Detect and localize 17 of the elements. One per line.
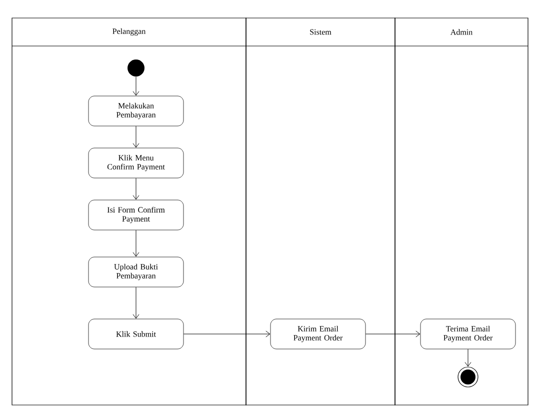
- arrow: [183, 330, 270, 338]
- activity-box: Kirim Email Payment Order: [270, 318, 366, 350]
- activity-box: Isi Form Confirm Payment: [88, 200, 184, 230]
- start-node: [128, 60, 144, 76]
- arrow: [365, 330, 420, 338]
- activity-box: Melakukan Pembayaran: [88, 96, 184, 126]
- arrow: [132, 76, 140, 96]
- arrow: [132, 230, 140, 257]
- arrow: [464, 348, 472, 367]
- arrow: [132, 126, 140, 148]
- activity-box: Upload Bukti Pembayaran: [88, 256, 184, 288]
- activity-box: Terima Email Payment Order: [420, 318, 516, 350]
- end-node: [458, 366, 478, 388]
- activity-box: Klik Submit: [88, 318, 184, 350]
- arrow: [132, 178, 140, 200]
- activity-box: Klik Menu Confirm Payment: [88, 148, 184, 178]
- arrow: [132, 286, 140, 319]
